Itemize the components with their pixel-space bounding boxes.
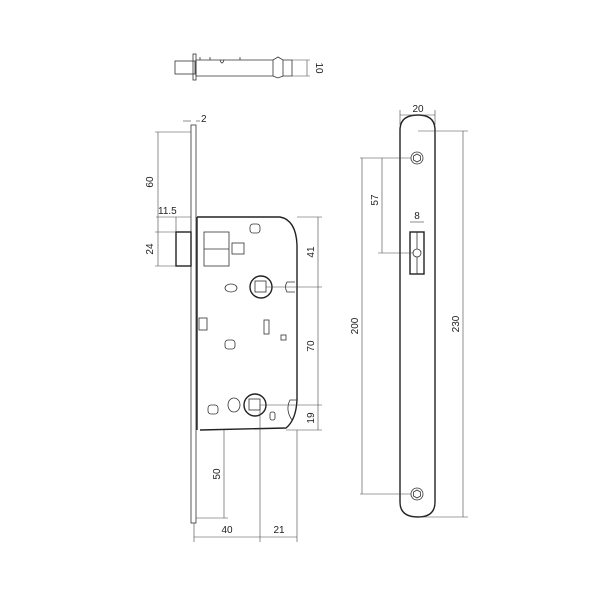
faceplate (399, 114, 436, 518)
dim-faceplate-thickness: 2 (201, 114, 207, 125)
dim-top-to-latch: 60 (145, 176, 156, 188)
lock-case (197, 216, 298, 431)
dim-screw-spacing: 200 (350, 317, 361, 334)
faceplate-strip (190, 124, 197, 524)
dim-spindle-to-lower: 70 (306, 340, 317, 352)
dim-latch-projection: 11.5 (158, 206, 177, 217)
dim-screw-to-slot: 57 (370, 194, 381, 206)
dim-case-depth: 21 (273, 525, 285, 536)
dim-latch-to-spindle: 41 (306, 246, 317, 258)
dim-slot-width: 8 (414, 211, 420, 222)
dim-bottom-to-lower: 50 (212, 468, 223, 480)
dim-faceplate-length: 230 (451, 315, 462, 332)
dim-faceplate-width: 20 (412, 104, 424, 115)
latch-bolt (175, 231, 192, 267)
top-view: 10 (174, 53, 324, 81)
dim-latch-height: 24 (145, 243, 156, 255)
side-view: 2 60 11.5 24 41 70 19 50 40 21 (145, 114, 322, 542)
dim-backset: 40 (221, 525, 233, 536)
dim-lower-to-corner: 19 (306, 412, 317, 424)
faceplate-front-view: 20 8 57 200 230 (350, 104, 468, 518)
dim-top-bolt-height: 10 (313, 62, 324, 74)
